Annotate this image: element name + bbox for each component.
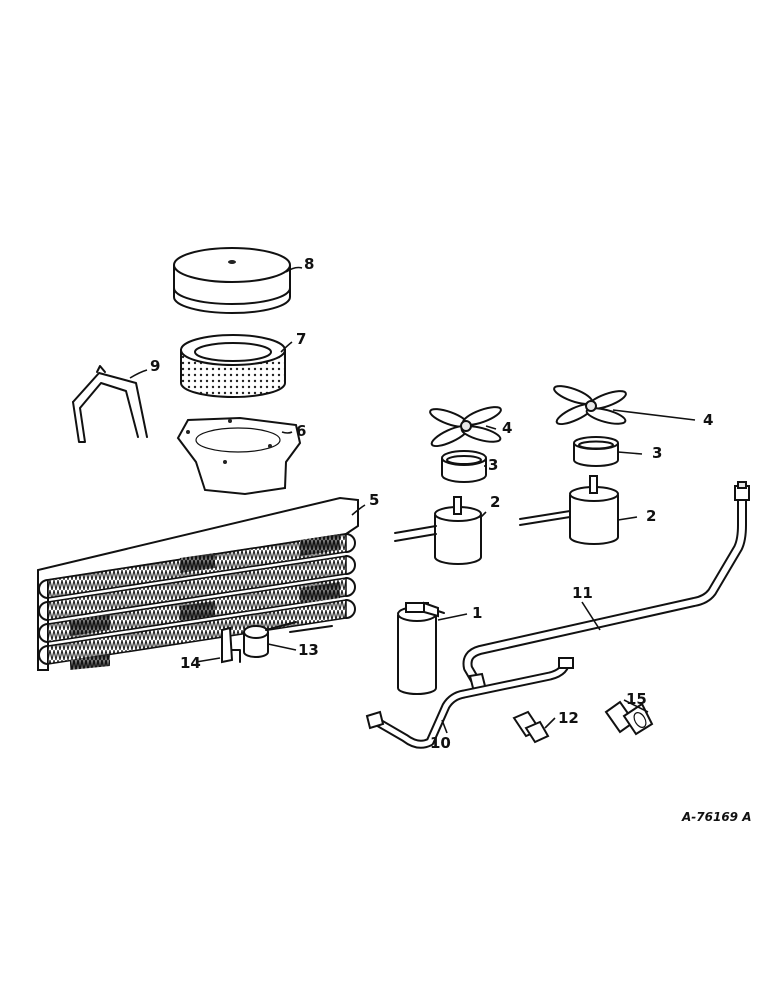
callouts: 1 2 2 3 3 4 4 5 6 7 8 9 10 11 12 13 14 1… (150, 255, 713, 752)
air-cleaner-cover (173, 247, 291, 314)
callout-12: 12 (558, 709, 579, 727)
fan-blade-left (429, 406, 502, 448)
callout-1: 1 (472, 604, 482, 622)
callout-3a: 3 (488, 456, 498, 474)
callout-13: 13 (298, 641, 319, 659)
fan-shroud-left (441, 450, 487, 483)
leader-lines (129, 266, 696, 734)
filter-element (180, 334, 286, 398)
callout-4b: 4 (703, 411, 713, 429)
blower-motor-right (519, 475, 619, 545)
callout-2b: 2 (646, 507, 656, 525)
tube-long (462, 481, 750, 694)
callout-4a: 4 (502, 419, 512, 437)
callout-15: 15 (626, 690, 647, 708)
callout-11: 11 (572, 584, 593, 602)
callout-14: 14 (180, 654, 201, 672)
callout-3b: 3 (652, 444, 662, 462)
fitting-12 (512, 710, 550, 744)
clip (221, 626, 241, 664)
drier-sensor (243, 621, 297, 658)
figure-reference: A-76169 A (681, 810, 751, 824)
fitting-15 (604, 700, 654, 736)
fan-shroud-right (573, 436, 619, 467)
base-plate (176, 416, 302, 496)
fan-blade-right (553, 385, 627, 426)
callout-9: 9 (150, 357, 160, 375)
callout-10: 10 (430, 734, 451, 752)
blower-motor-left (394, 496, 482, 565)
callout-7: 7 (296, 330, 306, 348)
callout-5: 5 (369, 491, 379, 509)
condenser (37, 496, 359, 671)
mounting-bracket (72, 365, 148, 443)
receiver-drier (397, 601, 445, 695)
tube-short (365, 657, 574, 749)
callout-8: 8 (304, 255, 314, 273)
callout-2a: 2 (490, 493, 500, 511)
callout-6: 6 (296, 422, 306, 440)
